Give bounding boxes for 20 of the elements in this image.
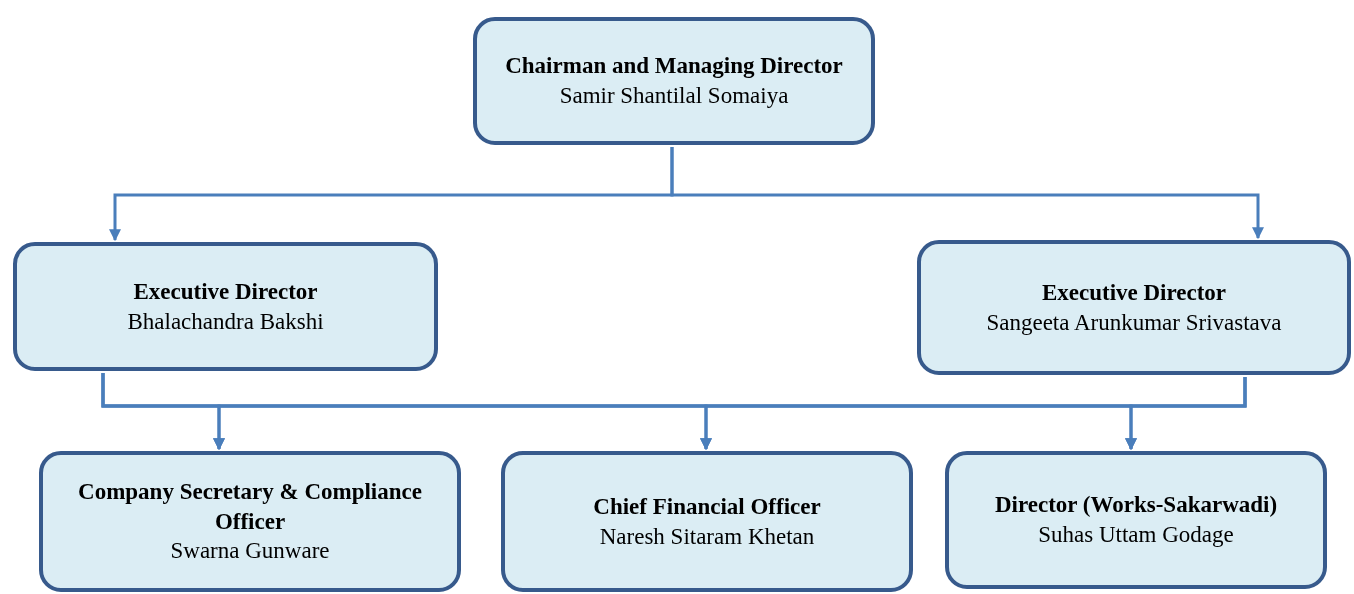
person-name: Naresh Sitaram Khetan — [599, 522, 815, 551]
person-name: Samir Shantilal Somaiya — [559, 82, 789, 110]
position-title: Company Secretary & Compliance Officer — [77, 477, 423, 536]
position-title: Executive Director — [1041, 278, 1227, 307]
person-name: Swarna Gunware — [170, 537, 330, 566]
org-box — [473, 17, 875, 145]
org-box — [501, 451, 913, 592]
person-name: Suhas Uttam Godage — [1038, 521, 1234, 549]
org-box — [945, 451, 1327, 589]
connector-arrow — [1125, 377, 1247, 451]
person-name: Sangeeta Arunkumar Srivastava — [986, 308, 1282, 337]
person-name: Bhalachandra Bakshi — [127, 307, 324, 336]
position-title: Director (Works-Sakarwadi) — [994, 491, 1278, 520]
position-title: Chief Financial Officer — [593, 492, 821, 521]
position-title: Executive Director — [133, 277, 318, 306]
org-box — [917, 240, 1351, 375]
org-box — [13, 242, 438, 371]
connector-arrow — [670, 147, 1264, 240]
position-title: Chairman and Managing Director — [505, 52, 843, 81]
org-box — [39, 451, 461, 592]
